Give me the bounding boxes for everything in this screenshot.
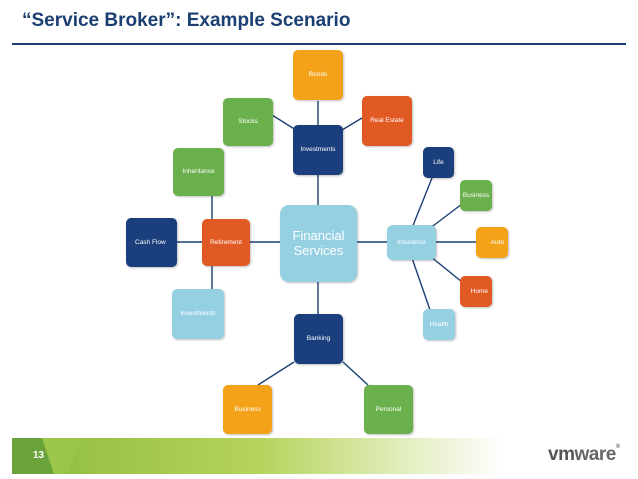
link-investments-realestate: [341, 117, 363, 131]
node-investments: Investments: [293, 125, 343, 175]
node-stocks: Stocks: [223, 98, 273, 146]
node-insurance-business: Business: [460, 180, 492, 211]
node-banking-business: Business: [223, 385, 272, 434]
link-banking-personal: [342, 361, 369, 386]
vmware-logo: vmware®: [548, 444, 620, 465]
node-inheritance: Inheritance: [173, 148, 224, 196]
title-divider: [12, 43, 626, 45]
node-health: Health: [423, 309, 455, 340]
node-home: Home: [460, 276, 492, 307]
node-auto: Auto: [476, 227, 508, 258]
link-banking-business: [257, 361, 295, 386]
node-life: Life: [423, 147, 454, 178]
footer-bar: [12, 438, 626, 474]
link-insurance-health: [411, 257, 431, 311]
node-bonds: Bonds: [293, 50, 343, 100]
node-insurance: Insurance: [387, 225, 436, 260]
link-insurance-life: [411, 177, 433, 229]
node-real-estate: Real Estate: [362, 96, 412, 146]
node-retirement-investments: Investments: [172, 289, 224, 339]
link-investments-stocks: [271, 114, 297, 131]
node-banking: Banking: [294, 314, 343, 364]
node-personal: Personal: [364, 385, 413, 434]
node-retirement: Retirement: [202, 219, 250, 266]
slide-title: “Service Broker”: Example Scenario: [22, 10, 351, 31]
page-number: 13: [33, 450, 45, 461]
node-financial-services: Financial Services: [280, 205, 357, 282]
node-cash-flow: Cash Flow: [126, 218, 177, 267]
footer-decoration: [12, 438, 82, 474]
